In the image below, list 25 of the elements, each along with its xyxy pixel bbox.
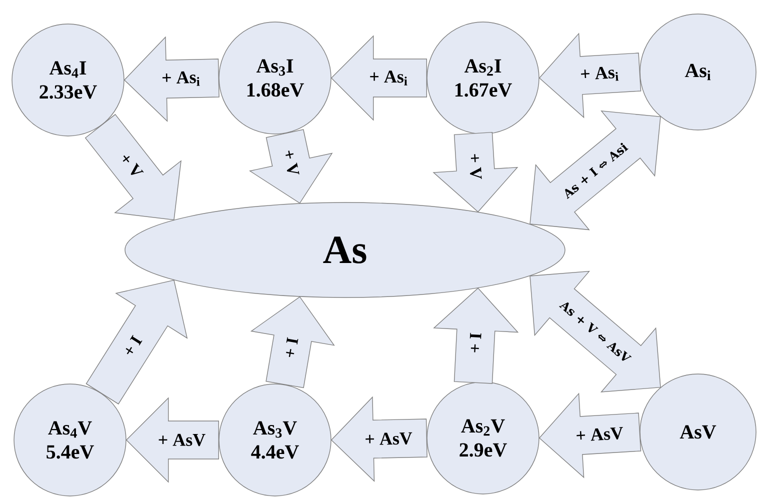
edge-label: + As$_{i}$	[368, 70, 409, 86]
ellipse-node: As	[124, 202, 566, 298]
block-arrow	[432, 132, 518, 212]
block-arrow	[86, 280, 188, 404]
circle-node: As$_{2}$I 1.67eV	[426, 22, 540, 134]
edge-label: + AsV	[156, 432, 207, 448]
circle-node: As$_{4}$V 5.4eV	[14, 384, 126, 496]
edge-label: + V	[117, 150, 146, 181]
circle-node: AsV	[640, 374, 756, 490]
edge-label: As + I ⇔ Asi	[560, 140, 630, 200]
edge-label: + I	[282, 335, 300, 360]
edge-label: + AsV	[574, 426, 625, 443]
circle-node: As$_{3}$V 4.4eV	[218, 384, 332, 496]
circle-node: As$_{i}$	[640, 14, 756, 130]
block-arrow	[433, 288, 519, 384]
circle-node: As$_{2}$V 2.9eV	[426, 382, 540, 494]
circle-node: As$_{3}$I 1.68eV	[218, 22, 332, 134]
edge-label: + AsV	[364, 431, 414, 446]
block-arrow	[250, 296, 335, 388]
circle-node: As$_{4}$I 2.33eV	[12, 24, 124, 136]
edge-label: + V	[468, 152, 483, 181]
edge-label: + As$_{i}$	[578, 64, 620, 84]
edge-label: + V	[282, 148, 301, 178]
edge-label: As + V ⇔ AsV	[558, 298, 633, 365]
edge-label: + I	[120, 333, 144, 360]
